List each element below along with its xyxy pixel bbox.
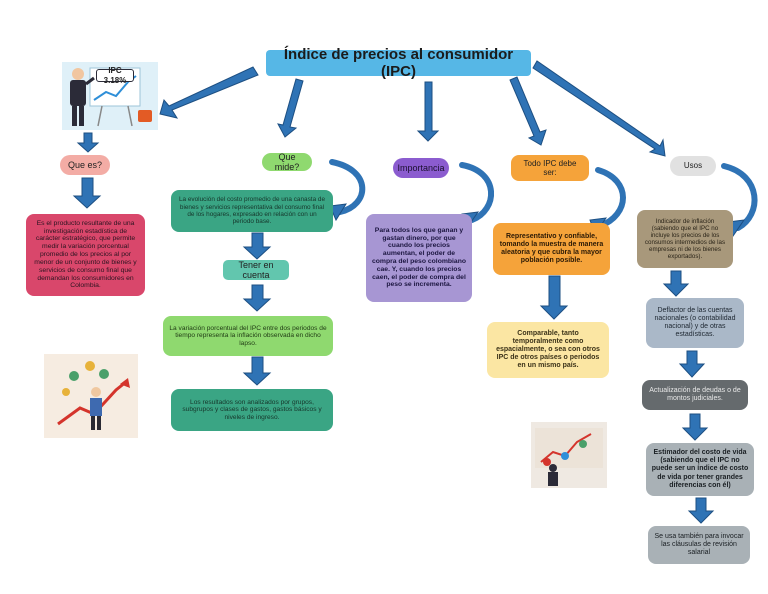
main-title: Índice de precios al consumidor (IPC) xyxy=(266,46,531,80)
arrow-col5-3 xyxy=(681,413,709,441)
arrow-col4-1 xyxy=(539,275,569,320)
arrow-to-que-mide xyxy=(277,78,304,138)
usos-item-costo-vida: Estimador del costo de vida (sabiendo qu… xyxy=(646,443,754,496)
usos-label: Usos xyxy=(670,156,716,176)
arrow-to-usos xyxy=(532,60,666,157)
usos-item-inflacion: Indicador de inflación (sabiendo que el … xyxy=(637,210,733,268)
comparable-text: Comparable, tanto temporalmente como esp… xyxy=(487,322,609,378)
usos-item-deflactor: Deflactor de las cuentas nacionales (o c… xyxy=(646,298,744,348)
importancia-label: Importancia xyxy=(393,158,449,178)
arrow-col5-4 xyxy=(687,497,715,524)
arrow-col2-1 xyxy=(242,232,272,260)
que-mide-label: Que mide? xyxy=(262,152,312,172)
curved-arrowhead-que-mide xyxy=(329,203,347,222)
arrow-col5-1 xyxy=(662,270,690,297)
curved-arrow-usos xyxy=(721,163,758,231)
curved-arrow-ipc-debe xyxy=(595,167,626,229)
que-es-label: Que es? xyxy=(60,155,110,175)
arrow-col2-2 xyxy=(242,284,272,312)
ipc-badge: IPC 3.18% xyxy=(96,66,134,85)
arrow-to-que-es xyxy=(159,66,259,119)
curved-arrow-importancia xyxy=(459,162,495,223)
ipc-debe-ser-label: Todo IPC debe ser: xyxy=(511,155,589,181)
arrow-col5-2 xyxy=(678,350,706,378)
arrow-to-importancia xyxy=(416,81,440,142)
analyst-chart-illustration xyxy=(531,422,607,488)
que-es-text: Es el producto resultante de una investi… xyxy=(26,214,145,296)
arrow-to-ipc-debe xyxy=(509,76,547,146)
curved-arrow-que-mide xyxy=(329,159,366,215)
usos-item-deudas: Actualización de deudas o de montos judi… xyxy=(642,380,748,410)
arrow-col2-3 xyxy=(242,356,272,386)
variacion-text: La variación porcentual del IPC entre do… xyxy=(163,316,333,356)
person-coins-illustration xyxy=(44,354,138,438)
tener-en-cuenta-label: Tener en cuenta xyxy=(223,260,289,280)
usos-item-revision-salarial: Se usa también para invocar las cláusula… xyxy=(648,526,750,564)
representativo-text: Representativo y confiable, tomando la m… xyxy=(493,223,610,275)
resultados-text: Los resultados son analizados por grupos… xyxy=(171,389,333,431)
importancia-text: Para todos los que ganan y gastan dinero… xyxy=(366,214,472,302)
arrow-col1-1 xyxy=(76,132,100,153)
que-mide-text: La evolución del costo promedio de una c… xyxy=(171,190,333,232)
arrow-col1-2 xyxy=(72,177,102,209)
